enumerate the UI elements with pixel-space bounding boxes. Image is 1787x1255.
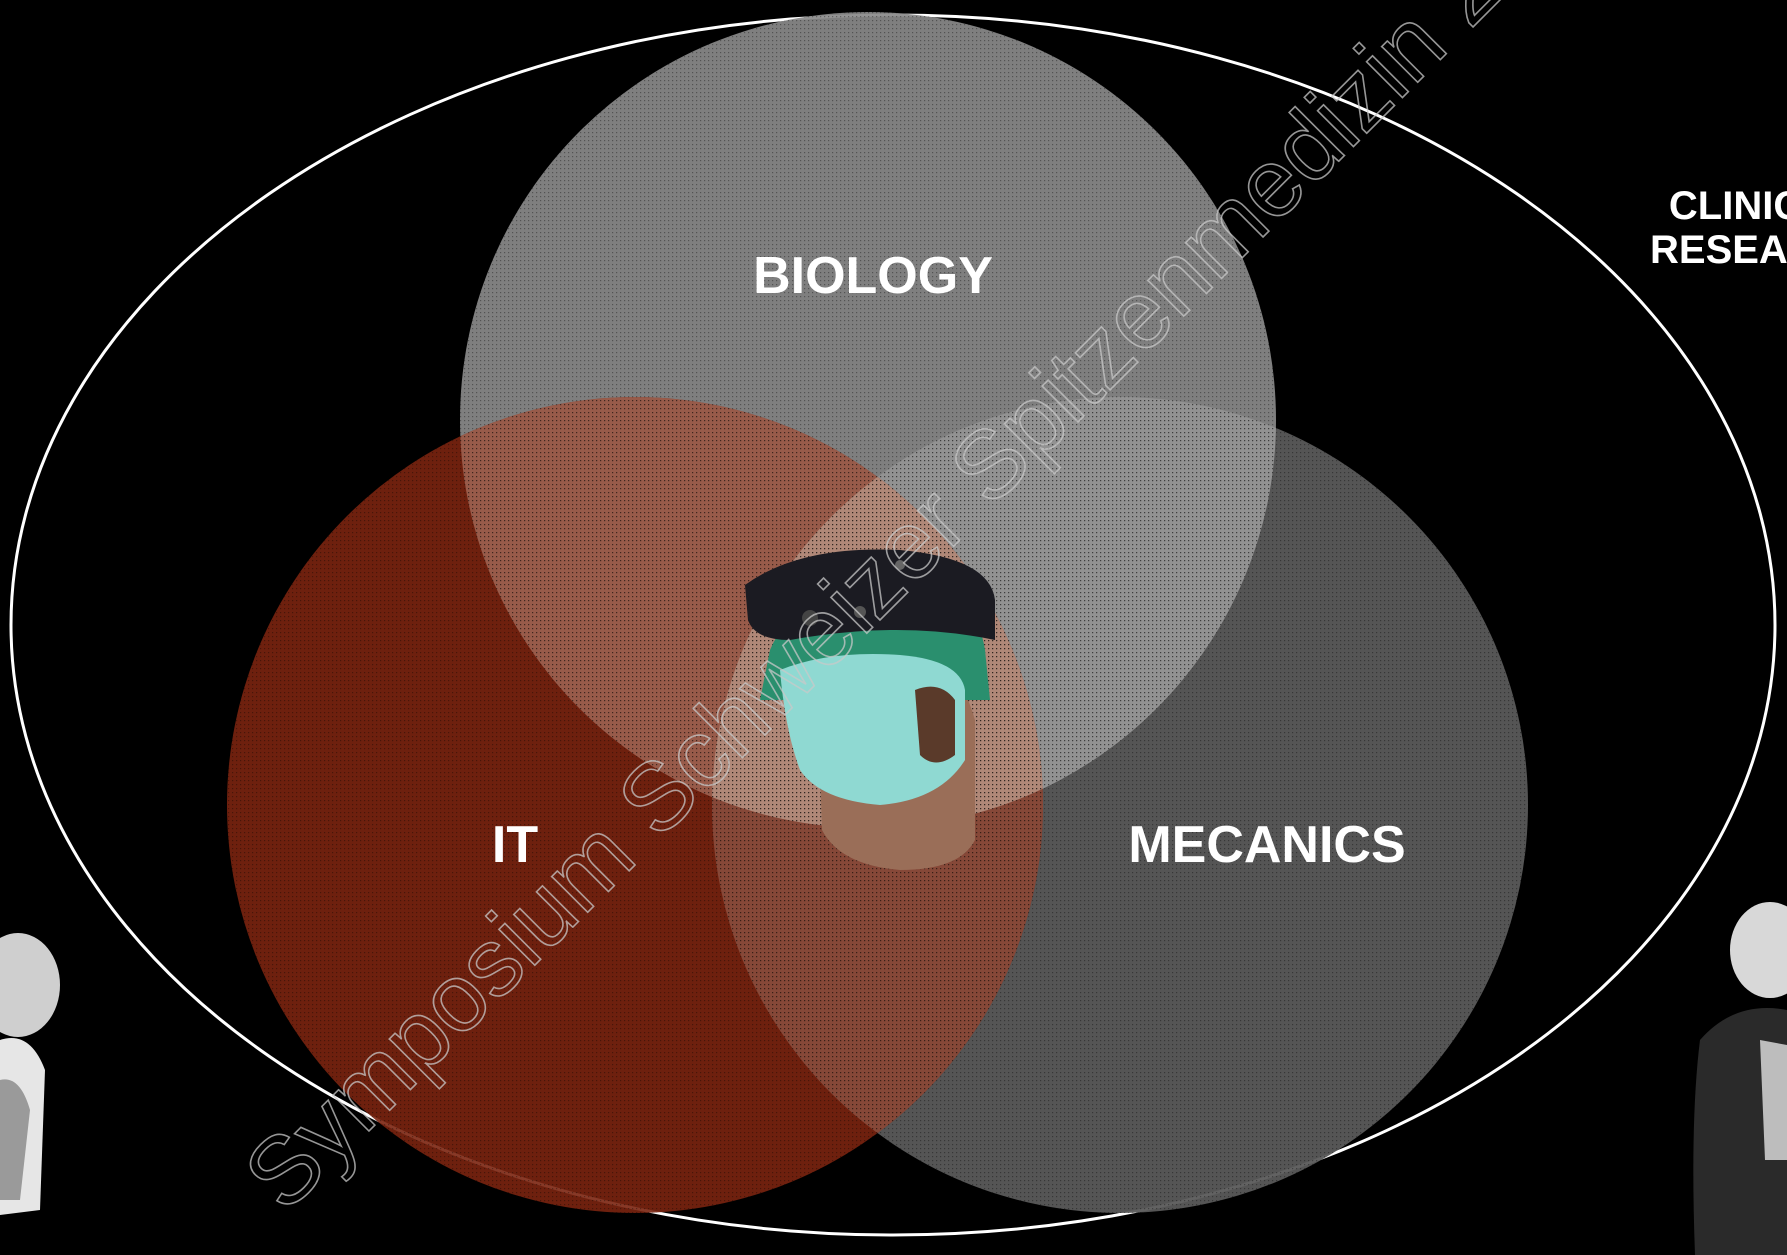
it-label: IT xyxy=(492,816,538,874)
clinical-research-label: CLINICAL RESEARCH xyxy=(1650,184,1787,272)
patient-photo-left xyxy=(0,933,60,1215)
clinical-label-line1: CLINICAL xyxy=(1668,184,1787,228)
mechanics-label: MECANICS xyxy=(1128,816,1405,874)
surgeon-with-ar-headset-image xyxy=(745,549,995,870)
biology-label: BIOLOGY xyxy=(753,247,993,305)
patient-photo-right xyxy=(1693,902,1787,1255)
clinical-label-line2: RESEARCH xyxy=(1650,228,1787,272)
